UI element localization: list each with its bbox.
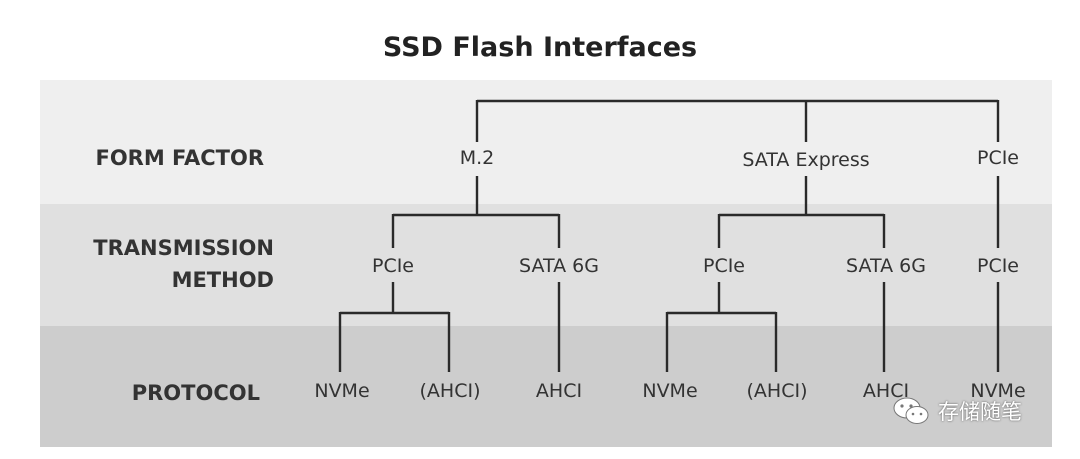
node-se-sata6g: SATA 6G [846,255,926,277]
row-label-transmission: TRANSMISSION [93,236,274,260]
node-m2: M.2 [459,147,495,169]
node-m2-pcie: PCIe [371,255,415,277]
node-m2-sata6g: SATA 6G [519,255,599,277]
node-se-pcie: PCIe [702,255,746,277]
node-pcie-form: PCIe [976,147,1020,169]
node-pcie-nvme: NVMe [970,380,1026,402]
watermark: 存储随笔 [892,393,1022,429]
watermark-text: 存储随笔 [938,401,1022,424]
node-sata-express: SATA Express [742,149,870,171]
node-se-ahci: AHCI [862,380,910,402]
wechat-icon [893,397,929,424]
node-se-ahci-optional: (AHCI) [746,380,808,402]
row-label-method: METHOD [171,268,274,292]
node-m2-ahci: AHCI [535,380,583,402]
diagram-title: SSD Flash Interfaces [382,32,698,63]
node-pcie-pcie: PCIe [976,255,1020,277]
node-m2-ahci-optional: (AHCI) [419,380,481,402]
row-label-protocol: PROTOCOL [131,381,260,405]
node-m2-nvme: NVMe [314,380,370,402]
node-se-nvme: NVMe [642,380,698,402]
row-label-form-factor: FORM FACTOR [95,146,264,170]
